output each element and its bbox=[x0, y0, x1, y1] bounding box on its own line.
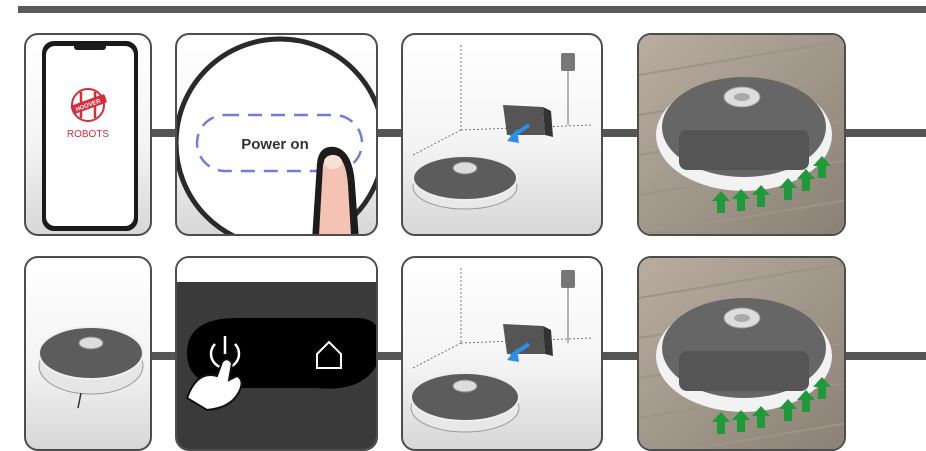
step-card-power-on: Power on bbox=[175, 33, 378, 236]
top-divider bbox=[18, 6, 926, 13]
connector-line bbox=[844, 352, 926, 360]
brand-text: ROBOTS bbox=[67, 129, 110, 140]
robot-vacuum-icon bbox=[411, 373, 519, 432]
connector-line bbox=[601, 129, 640, 137]
power-on-label: Power on bbox=[241, 136, 309, 153]
step-card-app: HOOVER ROBOTS bbox=[24, 33, 152, 236]
step-card-robot-floor bbox=[637, 33, 846, 236]
robot-vacuum-icon bbox=[413, 156, 517, 209]
step-card-app-power bbox=[175, 256, 378, 451]
connector-line bbox=[376, 352, 403, 360]
phone-icon: HOOVER ROBOTS bbox=[26, 35, 152, 236]
connector-line bbox=[376, 129, 403, 137]
connector-line bbox=[601, 352, 640, 360]
connector-line bbox=[844, 129, 926, 137]
step-card-dock-setup bbox=[401, 33, 603, 236]
robot-vacuum-icon bbox=[26, 258, 152, 451]
step-card-robot-floor-2 bbox=[637, 256, 846, 451]
charging-dock-icon bbox=[403, 35, 603, 236]
charging-dock-icon bbox=[403, 258, 603, 451]
step-card-robot-standalone bbox=[24, 256, 152, 451]
step-card-dock-return bbox=[401, 256, 603, 451]
